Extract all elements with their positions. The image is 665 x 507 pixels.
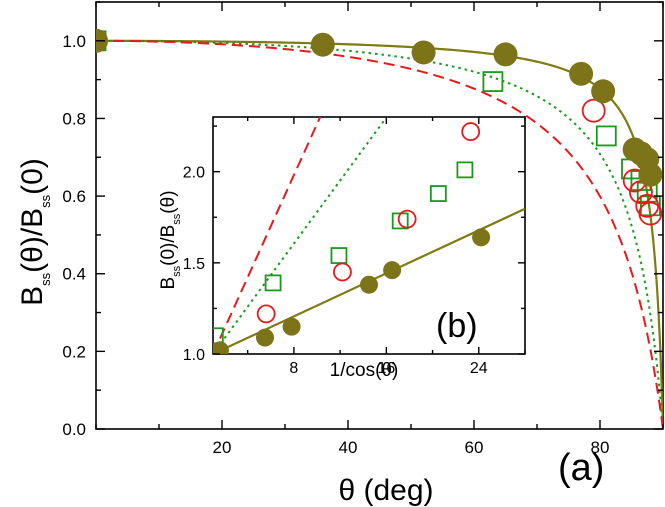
- main-y-axis-title: Bss(θ)/Bss(0): [16, 158, 53, 306]
- main-filled-circle-point: [569, 61, 594, 86]
- main-open-circle-point: [638, 201, 663, 226]
- main-filled-circle-point: [411, 40, 436, 65]
- main-y-tick-label: 0.6: [62, 187, 86, 206]
- inset-filled-circle-point: [213, 341, 229, 354]
- panel-a-label: (a): [558, 447, 604, 489]
- main-dotted-green-line: [96, 39, 663, 427]
- inset-open-circle-point: [256, 304, 276, 324]
- main-open-square-point: [482, 71, 504, 92]
- inset-x-axis-title: 1/cos(θ): [330, 360, 399, 381]
- main-x-axis-title: θ (deg): [338, 474, 433, 507]
- main-x-tick-label: 20: [213, 438, 232, 457]
- inset-y-tick-label: 1.5: [183, 256, 205, 273]
- inset-filled-circle-point: [360, 275, 378, 294]
- panel-b-label: (b): [436, 307, 478, 345]
- main-y-tick-label: 0.4: [62, 265, 86, 284]
- main-filled-circle-point: [310, 32, 335, 57]
- main-filled-circle-point: [591, 79, 616, 104]
- main-dashed-red-line: [96, 39, 663, 428]
- inset-dotted-green-line: [213, 117, 388, 354]
- main-open-circle-point: [581, 98, 606, 123]
- inset-y-axis-title: Bss(0)/Bss(θ): [158, 190, 183, 289]
- inset-open-circle-point: [397, 209, 417, 229]
- main-x-tick-label: 40: [339, 438, 358, 457]
- main-filled-circle-point: [493, 42, 518, 67]
- main-y-tick-label: 0.2: [62, 342, 86, 361]
- main-x-tick-label: 60: [465, 438, 484, 457]
- inset-open-square-point: [456, 161, 474, 179]
- inset-x-tick-label: 16: [377, 360, 395, 377]
- inset-x-tick-label: 24: [470, 360, 488, 377]
- inset-filled-circle-point: [472, 228, 491, 247]
- inset-open-circle-point: [333, 262, 352, 282]
- inset-filled-circle-point: [383, 261, 402, 280]
- inset-open-square-point: [429, 185, 447, 202]
- main-filled-circle-point: [638, 162, 663, 187]
- inset-y-tick-label: 1.0: [183, 347, 205, 364]
- inset-open-circle-point: [461, 122, 481, 141]
- main-y-tick-label: 0.8: [62, 109, 86, 128]
- inset-filled-circle-point: [256, 328, 274, 347]
- main-open-square-point: [595, 125, 617, 147]
- main-y-tick-label: 1.0: [62, 32, 86, 51]
- main-x-tick-label: 80: [591, 438, 610, 457]
- main-y-tick-label: 0.0: [62, 420, 86, 439]
- inset-open-square-point: [330, 247, 348, 264]
- inset-y-tick-label: 2.0: [183, 165, 205, 182]
- inset-filled-circle-point: [282, 317, 301, 336]
- inset-x-tick-label: 8: [289, 360, 298, 377]
- inset-open-square-point: [264, 274, 282, 292]
